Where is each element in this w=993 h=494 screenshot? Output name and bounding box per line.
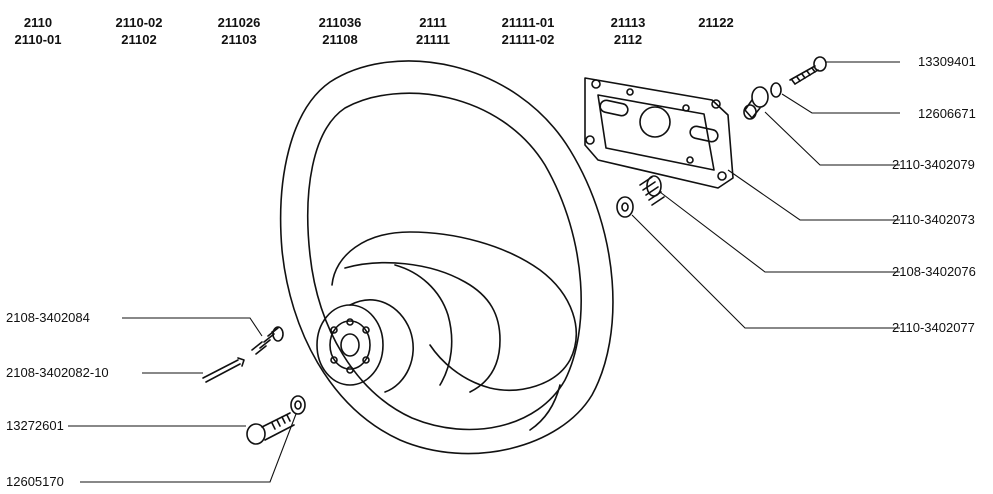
part-label-2110-3402077: 2110-3402077: [892, 320, 975, 335]
leader-lines: [68, 61, 900, 483]
model-col-7: 21113 2112: [583, 14, 673, 48]
model-code: 21111-01: [501, 15, 555, 30]
part-label-12606671: 12606671: [918, 106, 976, 121]
part-label-13272601: 13272601: [6, 418, 64, 433]
model-code: 2110-02: [115, 15, 163, 30]
pin-2108-3402082-10: [202, 357, 245, 383]
model-col-3: 211026 21103: [194, 14, 284, 48]
model-code: 21111: [416, 32, 450, 47]
model-code: 21103: [221, 32, 257, 47]
spring-2108-3402084: [251, 326, 284, 355]
model-code: 211026: [217, 15, 261, 30]
bushing-2110-3402079: [743, 86, 769, 120]
model-code: 21102: [121, 32, 157, 47]
spring-2108-3402076: [639, 175, 665, 206]
model-col-6: 21111-01 21111-02: [483, 14, 573, 48]
washer-12605170: [290, 395, 306, 415]
model-col-5: 2111 21111: [388, 14, 478, 48]
model-code: 2111: [419, 15, 447, 30]
steering-wheel: [279, 60, 614, 455]
model-code: 21111-02: [501, 32, 555, 47]
model-col-2: 2110-02 21102: [94, 14, 184, 48]
part-label-2108-3402084: 2108-3402084: [6, 310, 90, 325]
model-code: 211036: [318, 15, 362, 30]
part-label-2108-3402082-10: 2108-3402082-10: [6, 365, 109, 380]
mounting-plate: [584, 77, 734, 189]
screw-13309401: [789, 56, 827, 85]
bolt-13272601: [246, 412, 295, 445]
part-label-13309401: 13309401: [918, 54, 976, 69]
model-code: 21108: [322, 32, 358, 47]
model-code: 2112: [613, 32, 643, 47]
model-col-4: 211036 21108: [295, 14, 385, 48]
model-code: 2110: [23, 15, 53, 30]
part-label-2108-3402076: 2108-3402076: [892, 264, 976, 279]
part-label-2110-3402079: 2110-3402079: [892, 157, 975, 172]
part-label-2110-3402073: 2110-3402073: [892, 212, 975, 227]
model-col-1: 2110 2110-01: [0, 14, 83, 48]
model-code: 2110-01: [14, 32, 62, 47]
model-col-8: 21122: [671, 14, 761, 31]
model-code: 21113: [610, 15, 646, 30]
model-code: 21122: [698, 15, 734, 30]
washer-12606671: [770, 82, 782, 98]
washer-2110-3402077: [616, 196, 634, 218]
part-label-12605170: 12605170: [6, 474, 64, 489]
